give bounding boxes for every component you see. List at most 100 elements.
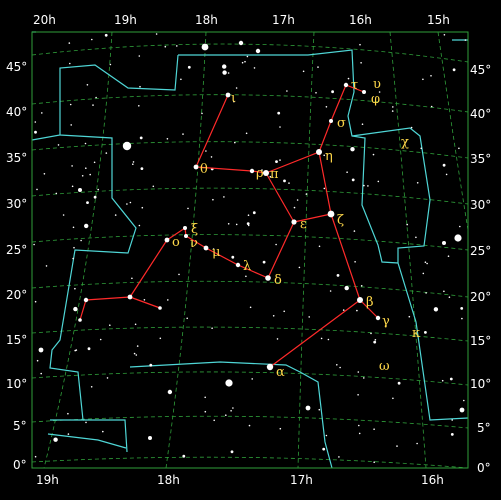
field-star xyxy=(347,77,350,80)
field-star xyxy=(461,317,463,320)
dec-line-45 xyxy=(31,43,469,63)
stick-beta-alpha xyxy=(269,299,361,368)
field-star xyxy=(210,156,213,158)
field-star xyxy=(305,193,308,195)
field-star xyxy=(97,188,99,191)
stick-beta-gamma xyxy=(359,299,379,319)
field-star xyxy=(449,377,453,381)
ra-top-16h: 16h xyxy=(349,13,372,27)
coordinate-grid xyxy=(31,31,469,469)
label-phi: φ xyxy=(371,92,380,107)
field-star xyxy=(138,55,141,57)
field-star xyxy=(331,90,334,94)
field-star xyxy=(223,196,225,198)
stick-delta-lambda-mu-xi xyxy=(185,235,269,279)
star-west-1 xyxy=(127,294,133,300)
ra-top-15h: 15h xyxy=(427,13,450,27)
bright-field-star xyxy=(305,405,311,411)
field-star xyxy=(430,75,432,77)
field-star xyxy=(85,421,87,424)
field-star xyxy=(248,424,251,427)
field-star xyxy=(167,299,169,301)
field-star xyxy=(302,70,305,73)
stick-omicron-west xyxy=(79,239,168,321)
field-star xyxy=(182,454,186,458)
field-star xyxy=(442,163,446,167)
field-star xyxy=(370,332,372,335)
field-star xyxy=(246,222,250,226)
field-star xyxy=(73,246,75,249)
star-west-4 xyxy=(158,306,162,310)
field-star xyxy=(176,45,178,47)
field-star xyxy=(81,175,84,177)
field-star xyxy=(74,287,76,290)
field-star xyxy=(85,167,87,169)
field-star xyxy=(245,132,248,135)
field-star xyxy=(234,141,236,144)
field-star xyxy=(346,171,348,173)
field-star xyxy=(138,105,140,107)
stick-pi-epsilon xyxy=(265,172,295,223)
field-star xyxy=(36,188,38,191)
field-star xyxy=(451,419,454,421)
constellation-lines xyxy=(79,84,379,368)
field-star xyxy=(235,87,238,89)
field-star xyxy=(114,214,117,216)
field-star xyxy=(134,323,137,326)
bright-field-star xyxy=(122,141,132,151)
field-star xyxy=(235,223,238,226)
field-star xyxy=(374,339,377,341)
field-star xyxy=(68,42,71,44)
label-mu: μ xyxy=(212,245,220,260)
field-star xyxy=(230,410,232,412)
field-star xyxy=(275,160,278,164)
field-star xyxy=(351,178,355,182)
field-star xyxy=(441,379,444,382)
constellation-stars xyxy=(78,82,381,371)
label-nu: ν xyxy=(190,236,198,251)
field-star xyxy=(360,62,362,64)
label-eta: η xyxy=(325,149,333,164)
ra-line-16h xyxy=(389,31,427,469)
dec-left-25: 25° xyxy=(6,243,27,257)
dec-line-35 xyxy=(31,141,469,159)
field-star xyxy=(392,106,394,108)
chart-frame xyxy=(31,31,469,469)
field-star xyxy=(377,180,380,183)
label-zeta: ζ xyxy=(337,213,344,228)
field-star xyxy=(277,111,281,115)
field-star xyxy=(296,199,299,201)
field-star xyxy=(69,62,71,65)
field-star xyxy=(325,434,328,437)
field-star xyxy=(322,447,326,451)
dec-left-5: 5° xyxy=(13,419,27,433)
label-tau: τ xyxy=(351,78,358,93)
bright-field-star xyxy=(459,407,465,413)
field-star xyxy=(102,430,104,433)
field-star xyxy=(353,230,356,232)
field-star xyxy=(131,277,133,280)
field-star xyxy=(286,90,288,92)
field-star xyxy=(91,38,93,41)
field-star xyxy=(251,378,253,380)
field-star xyxy=(212,198,214,201)
field-star xyxy=(86,84,89,86)
label-iota: ι xyxy=(231,91,236,106)
field-star xyxy=(104,33,108,37)
dec-left-45: 45° xyxy=(6,60,27,74)
field-star xyxy=(140,167,144,171)
field-star xyxy=(253,67,256,69)
dec-right-labels: 45° 40° 35° 30° 25° 20° 15° 10° 5° 0° xyxy=(470,63,491,475)
corona-borealis-boundary xyxy=(351,127,431,263)
field-star xyxy=(279,159,281,161)
field-star xyxy=(241,61,244,64)
label-omega: ω xyxy=(379,359,390,374)
label-kappa: κ xyxy=(412,326,420,341)
field-star xyxy=(129,201,132,204)
bright-field-star xyxy=(78,188,82,192)
field-star xyxy=(187,207,189,210)
dec-right-20: 20° xyxy=(470,290,491,304)
field-star xyxy=(391,110,394,112)
ra-line-19h xyxy=(43,31,113,469)
